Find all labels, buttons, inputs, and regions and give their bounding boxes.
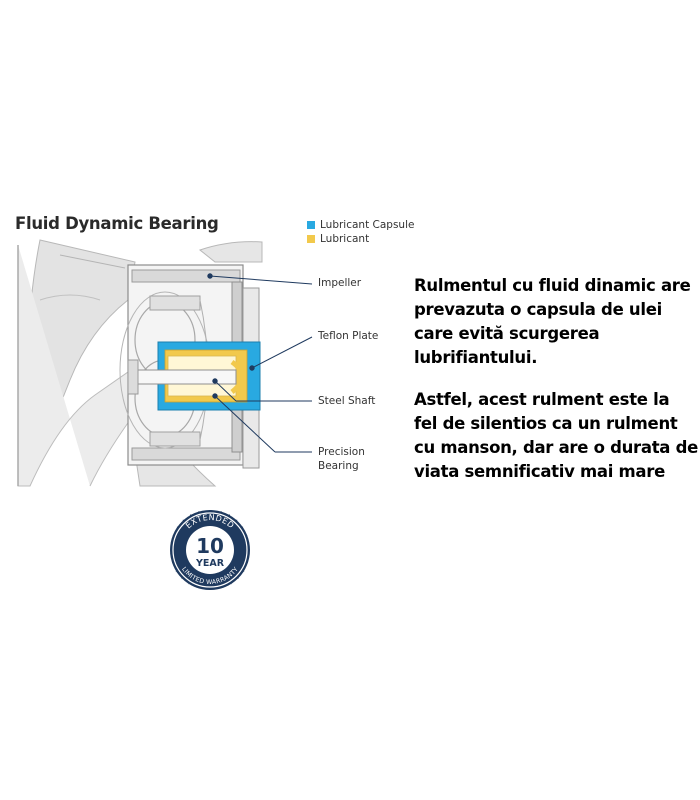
fan-blade: [27, 239, 136, 481]
legend: Lubricant Capsule Lubricant: [307, 218, 414, 246]
callout-precision-bearing-line1: Precision: [318, 446, 365, 458]
paragraph-line: fel de silentios ca un rulment: [414, 414, 678, 433]
legend-label: Lubricant: [320, 232, 370, 245]
fan-blade: [59, 254, 126, 269]
callout-precision-bearing-line2: Bearing: [318, 460, 359, 472]
paragraph-line: care evită scurgerea: [414, 324, 600, 343]
diagram-title: Fluid Dynamic Bearing: [15, 214, 219, 233]
legend-label: Lubricant Capsule: [320, 218, 415, 231]
description-paragraph-2: Astfel, acest rulment este la fel de sil…: [414, 388, 700, 484]
fan-blade: [17, 245, 131, 487]
paragraph-line: prevazuta o capsula de ulei: [414, 300, 662, 319]
legend-swatch-blue: [307, 220, 315, 229]
callout-teflon-plate: Teflon Plate: [318, 330, 379, 342]
callout-impeller: Impeller: [318, 277, 362, 289]
warranty-badge: EXTENDED LIMITED WARRANTY 10 YEAR: [170, 510, 250, 590]
description-paragraph-1: Rulmentul cu fluid dinamic are prevazuta…: [414, 274, 700, 370]
legend-swatch-yellow: [307, 234, 315, 243]
legend-item-lubricant-capsule: Lubricant Capsule: [307, 218, 414, 231]
paragraph-line: Astfel, acest rulment este la: [414, 390, 670, 409]
bearing-illustration: [17, 239, 313, 487]
fan-blade: [198, 241, 263, 263]
badge-number: 10: [196, 534, 224, 558]
badge-unit: YEAR: [195, 558, 225, 569]
callout-lines: [207, 273, 313, 453]
paragraph-line: Rulmentul cu fluid dinamic are: [414, 276, 691, 295]
paragraph-line: viata semnificativ mai mare: [414, 462, 665, 481]
callout-steel-shaft: Steel Shaft: [318, 395, 376, 407]
paragraph-line: cu manson, dar are o durata de: [414, 438, 698, 457]
legend-item-lubricant: Lubricant: [307, 232, 414, 245]
steel-shaft: [127, 369, 237, 385]
fan-blade: [39, 294, 101, 301]
paragraph-line: lubrifiantului.: [414, 348, 538, 367]
callout-precision-bearing: Precision Bearing: [318, 445, 365, 473]
teflon-plate: [230, 359, 245, 394]
